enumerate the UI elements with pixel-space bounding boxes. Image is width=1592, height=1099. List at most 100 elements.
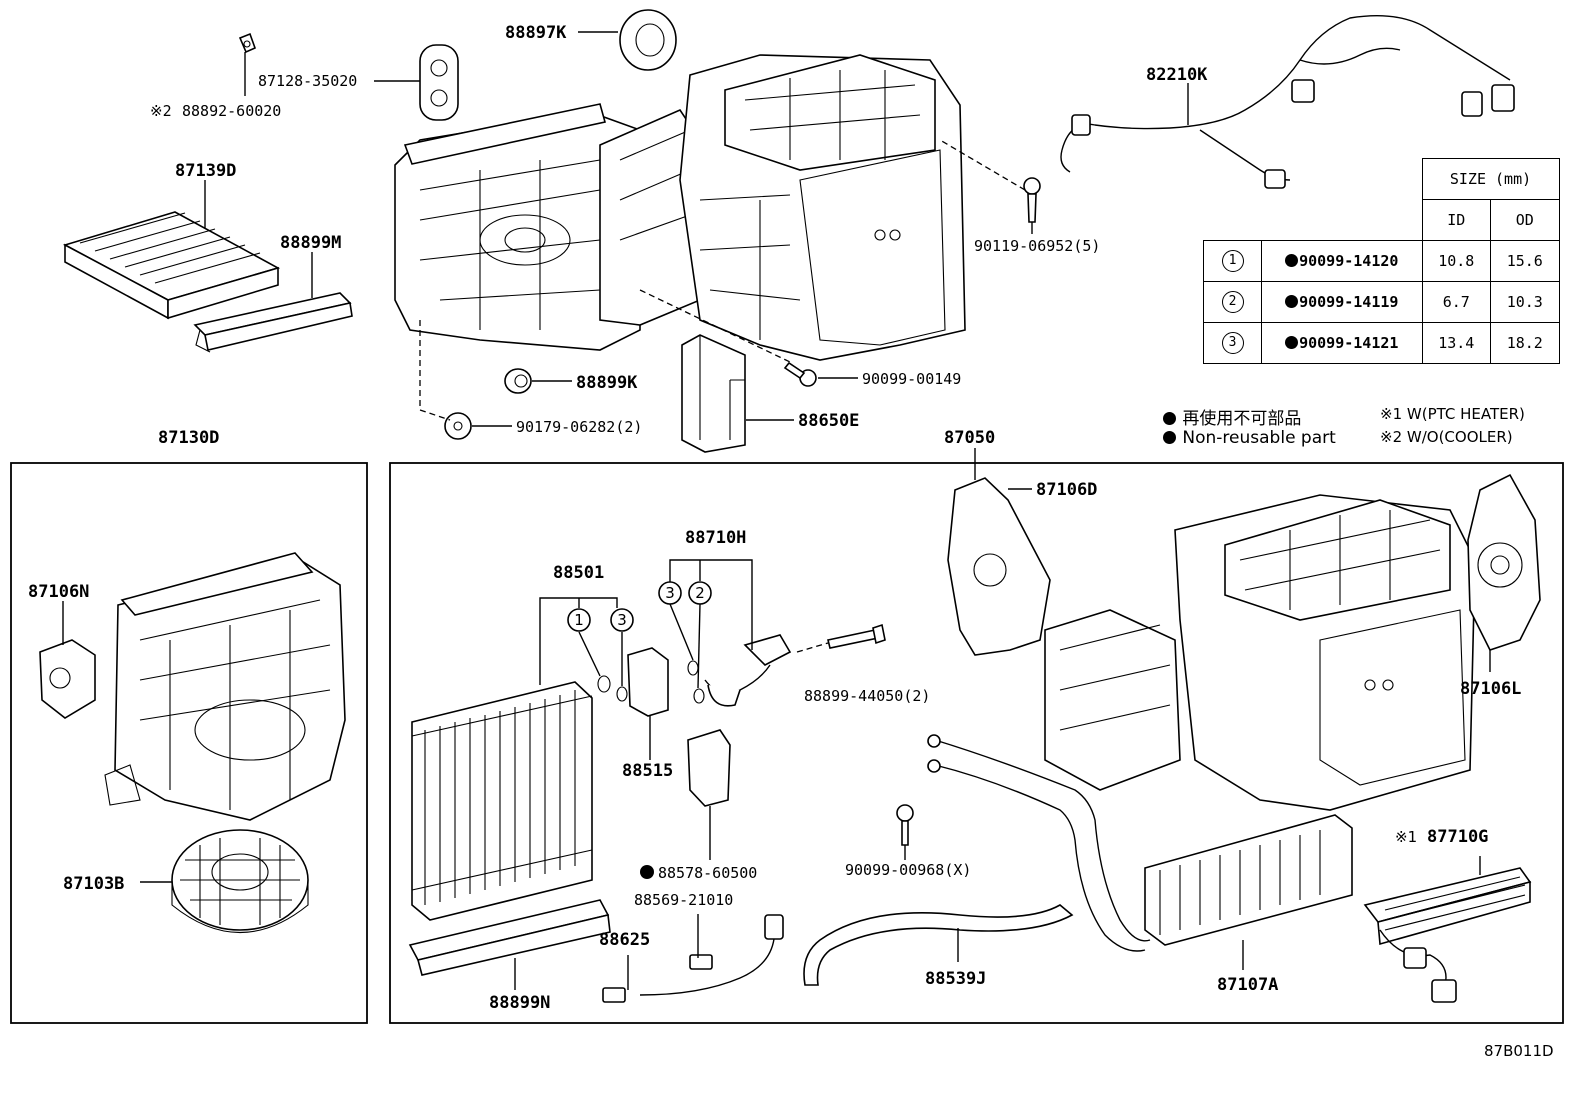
label-87106L: 87106L: [1460, 679, 1521, 699]
servo-87106D-drawing: [947, 477, 1051, 656]
hvac-case-87050-drawing: [1044, 494, 1476, 811]
col-od: OD: [1490, 199, 1560, 241]
legend-jp: 再使用不可部品: [1163, 404, 1301, 429]
non-reusable-dot-icon: [1163, 431, 1176, 444]
cover-88899N-drawing: [408, 899, 611, 976]
non-reusable-dot-icon: [1163, 412, 1176, 425]
callout-1: 1: [574, 611, 584, 629]
label-88899-44050: 88899-44050(2): [804, 687, 930, 705]
label-88539J: 88539J: [925, 969, 986, 989]
amplifier-88650E-drawing: [681, 334, 746, 453]
diagram-code: 87B011D: [1484, 1042, 1554, 1060]
left-leader-lines: [62, 601, 172, 883]
circled-number-icon: 1: [1221, 250, 1244, 272]
screw-90099-00968-drawing: [896, 804, 914, 846]
servo-87106L-drawing: [1467, 473, 1541, 651]
label-88578-60500: 88578-60500: [658, 864, 757, 882]
top-leader-lines: [204, 31, 1189, 427]
seal-88578-drawing: [687, 729, 731, 807]
label-87107A: 87107A: [1217, 975, 1278, 995]
label-88897K: 88897K: [505, 23, 567, 43]
hose-88539J-drawing: [803, 904, 1074, 986]
label-90099-00149: 90099-00149: [862, 370, 961, 388]
table-row: 1 90099-14120 10.8 15.6: [1203, 240, 1560, 282]
callout-circles: 1 3 3 2: [567, 581, 712, 632]
label-88899K: 88899K: [576, 373, 638, 393]
circled-number-icon: [567, 608, 591, 632]
heater-87107A-drawing: [927, 734, 1353, 952]
ptc-heater-87710G-drawing: [1363, 867, 1532, 1003]
label-87103B: 87103B: [63, 874, 124, 894]
part-number: 90099-14120: [1299, 252, 1399, 270]
od-value: 15.6: [1490, 240, 1560, 282]
label-88569-21010: 88569-21010: [634, 891, 733, 909]
label-90099-00968: 90099-00968(X): [845, 861, 971, 879]
label-88899N: 88899N: [489, 993, 550, 1013]
size-header: SIZE (mm): [1421, 158, 1560, 200]
cover-88899M-drawing: [193, 292, 353, 353]
right-leader-lines: [514, 448, 1491, 990]
sensor-88569-drawing: [602, 914, 784, 1003]
label-88899M: 88899M: [280, 233, 341, 253]
label-90119-06952: 90119-06952(5): [974, 237, 1100, 255]
od-value: 18.2: [1490, 322, 1560, 364]
callout-2: 2: [695, 584, 705, 602]
callout-3: 3: [665, 584, 675, 602]
part-number: 90099-14119: [1299, 293, 1399, 311]
legend-en-text: Non-reusable part: [1182, 428, 1336, 448]
bolt-88899-44050-drawing: [827, 623, 886, 649]
legend-en: Non-reusable part: [1163, 428, 1336, 448]
label-87050: 87050: [944, 428, 995, 448]
label-87139D: 87139D: [175, 161, 236, 181]
group-box-87050: [389, 462, 1564, 1024]
label-88650E: 88650E: [798, 411, 859, 431]
table-row: 2 90099-14119 6.7 10.3: [1203, 281, 1560, 323]
circled-number-icon: 3: [1221, 332, 1244, 354]
circled-number-icon: 2: [1221, 291, 1244, 313]
label-88625: 88625: [599, 930, 650, 950]
label-82210K: 82210K: [1146, 65, 1208, 85]
evaporator-88501-drawing: [411, 681, 593, 921]
oring-size-table: SIZE (mm) ID OD 1 90099-14120 10.8 15.6 …: [1203, 158, 1560, 364]
table-row: 3 90099-14121 13.4 18.2: [1203, 322, 1560, 364]
non-reusable-dot-icon: [640, 865, 654, 879]
note-2: ※2 W/O(COOLER): [1380, 428, 1513, 446]
valve-88515-drawing: [627, 647, 669, 717]
seal-88897K-drawing: [619, 9, 677, 71]
id-value: 10.8: [1421, 240, 1491, 282]
note-mark-2: ※2: [150, 102, 172, 120]
non-reusable-dot-icon: [1285, 336, 1299, 349]
screw-90099-00149-drawing: [783, 361, 817, 387]
screw-90119-drawing: [1023, 177, 1041, 223]
circled-number-icon: [658, 581, 682, 605]
label-88892-60020: 88892-60020: [182, 102, 281, 120]
od-value: 10.3: [1490, 281, 1560, 323]
legend-jp-text: 再使用不可部品: [1182, 409, 1302, 429]
label-87106N: 87106N: [28, 582, 89, 602]
label-87130D: 87130D: [158, 428, 219, 448]
callout-3: 3: [617, 611, 627, 629]
servo-87106N-drawing: [39, 639, 96, 719]
label-90179-06282: 90179-06282(2): [516, 418, 642, 436]
blower-motor-87103B-drawing: [171, 829, 309, 933]
pipe-88710H-drawing: [704, 634, 792, 707]
hvac-assembly-drawing: [394, 54, 966, 361]
label-88515: 88515: [622, 761, 673, 781]
col-id: ID: [1421, 199, 1491, 241]
label-88501: 88501: [553, 563, 604, 583]
clip-88892-drawing: [238, 32, 257, 54]
label-88710H: 88710H: [685, 528, 746, 548]
label-87106D: 87106D: [1036, 480, 1097, 500]
part-labels: 88897K 87128-35020 ※2 88892-60020 82210K…: [28, 23, 1521, 1013]
nut-90179-drawing: [444, 412, 472, 440]
blower-assembly-drawing: [104, 552, 346, 821]
circled-number-icon: [610, 608, 634, 632]
label-87710G: 87710G: [1427, 827, 1488, 847]
circled-number-icon: [688, 581, 712, 605]
harness-82210K-drawing: [1060, 15, 1515, 189]
id-value: 6.7: [1421, 281, 1491, 323]
id-value: 13.4: [1421, 322, 1491, 364]
note-mark-1: ※1: [1395, 828, 1417, 846]
label-87128-35020: 87128-35020: [258, 72, 357, 90]
